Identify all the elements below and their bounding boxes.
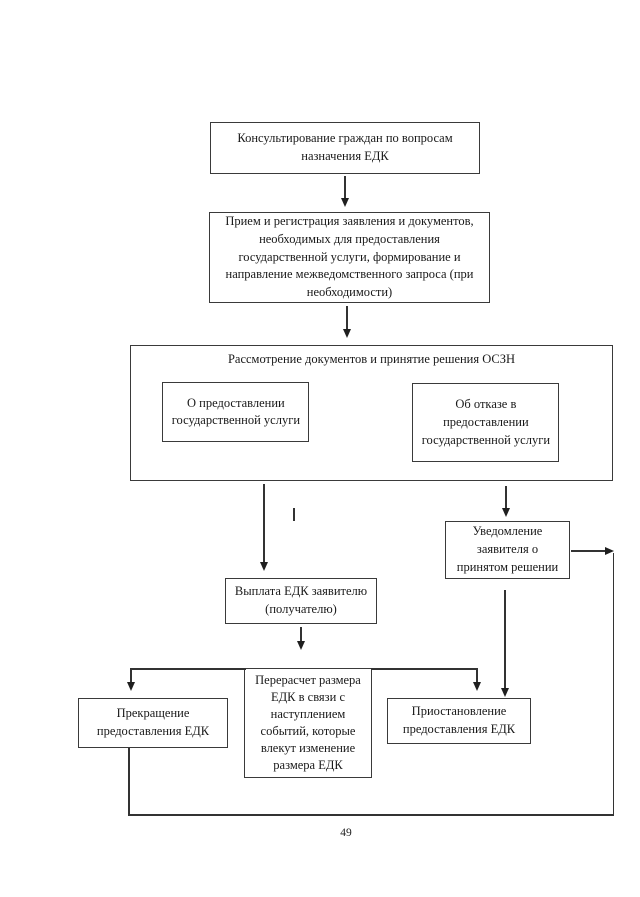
arrow-consult-to-reception xyxy=(344,176,346,200)
flow-node-consulting: Консультирование граждан по вопросам наз… xyxy=(210,122,480,174)
stray-scan-mark xyxy=(293,508,295,521)
connector-split-left xyxy=(130,668,246,670)
arrow-notify-to-suspension xyxy=(504,590,506,690)
arrow-consult-to-reception-head xyxy=(340,198,349,207)
flow-node-recalculation: Перерасчет размера ЕДК в связи с наступл… xyxy=(244,668,372,778)
arrow-reception-to-review-head xyxy=(342,329,351,338)
connector-right-rail xyxy=(612,553,615,815)
arrow-payment-to-recalc-head xyxy=(296,641,305,650)
arrow-payment-to-recalc xyxy=(300,627,302,643)
arrow-review-to-payment-head xyxy=(259,562,268,571)
review-decision-title: Рассмотрение документов и принятие решен… xyxy=(227,352,516,366)
arrow-notify-to-suspension-head xyxy=(500,688,509,697)
connector-bottom-return xyxy=(128,814,614,816)
flow-node-review-decision: Рассмотрение документов и принятие решен… xyxy=(130,345,613,481)
arrow-review-to-notify-head xyxy=(501,508,510,517)
flow-node-suspension: Приостановление предоставления ЕДК xyxy=(387,698,531,744)
flow-node-notify-applicant: Уведомление заявителя о принятом решении xyxy=(445,521,570,579)
page-number: 49 xyxy=(340,827,352,839)
flow-node-reception-registration: Прием и регистрация заявления и документ… xyxy=(209,212,490,303)
arrow-review-to-payment xyxy=(263,484,265,564)
flow-node-grant-service: О предоставлении государственной услуги xyxy=(162,382,310,443)
arrow-split-to-suspension-head xyxy=(472,682,481,691)
flow-node-payment: Выплата ЕДК заявителю (получателю) xyxy=(225,578,377,624)
arrow-notify-to-rail-head xyxy=(605,546,614,555)
flow-node-refuse-service: Об отказе в предоставлении государственн… xyxy=(412,383,560,463)
arrow-review-to-notify xyxy=(505,486,507,510)
arrow-notify-to-rail xyxy=(571,550,605,552)
arrow-split-to-suspension xyxy=(476,668,478,684)
arrow-split-to-termination-head xyxy=(126,682,135,691)
arrow-split-to-termination xyxy=(130,668,132,684)
connector-termination-down xyxy=(128,748,130,815)
arrow-reception-to-review xyxy=(346,306,348,331)
flow-node-termination: Прекращение предоставления ЕДК xyxy=(78,698,228,748)
connector-split-right xyxy=(371,668,477,670)
